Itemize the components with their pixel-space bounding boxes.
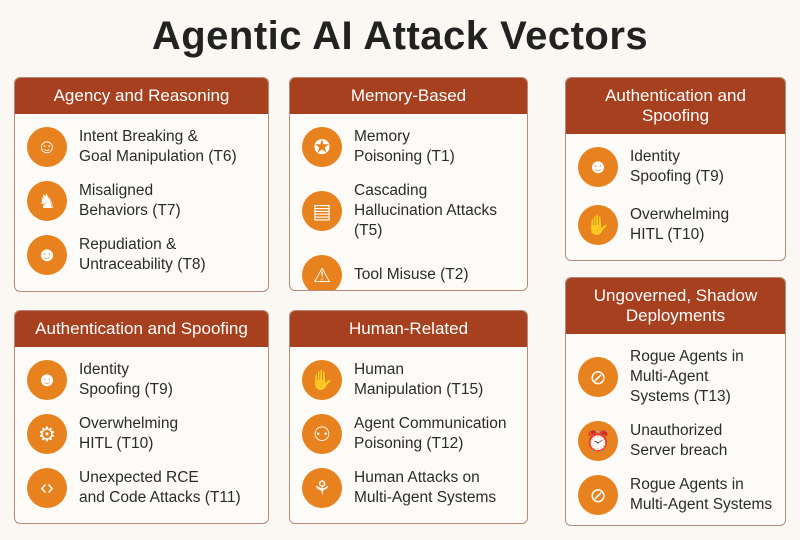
item-label: Human Attacks on Multi-Agent Systems (354, 469, 497, 506)
list-item: ♞ Misaligned Behaviors (T7) (27, 181, 268, 221)
robot-icon: ⚙ (27, 414, 67, 454)
list-item: ☻ Identity Spoofing (T9) (578, 147, 785, 187)
warning-icon: ⚠ (302, 255, 342, 290)
item-label: Memory Poisoning (T1) (354, 128, 455, 165)
masked-person-icon: ☻ (578, 147, 618, 187)
list-item: ▤ Cascading Hallucination Attacks (T5) (302, 181, 527, 241)
item-label: Unauthorized Server breach (630, 422, 728, 459)
head-heart-icon: ☺ (27, 127, 67, 167)
card-memory-based: Memory-Based ✪ Memory Poisoning (T1) ▤ Casca… (289, 77, 528, 291)
list-item: ⊘ Rogue Agents in Multi-Agent Systems (T1… (578, 347, 785, 407)
item-label: Repudiation & Untraceability (T8) (79, 236, 206, 273)
card-body: ☻ Identity Spoofing (T9) ✋ Overwhelming HIT… (566, 134, 785, 245)
item-label: Tool Misuse (T2) (354, 266, 469, 283)
list-item: ⚇ Agent Communication Poisoning (T12) (302, 414, 527, 454)
card-header: Agency and Reasoning (15, 78, 268, 114)
blocked-agent-icon: ⊘ (578, 475, 618, 515)
item-label: Identity Spoofing (T9) (79, 361, 173, 398)
item-label: Human Manipulation (T15) (354, 361, 484, 398)
list-item: ✋ Overwhelming HITL (T10) (578, 205, 785, 245)
hand-icon: ✋ (578, 205, 618, 245)
item-label: Overwhelming HITL (T10) (79, 415, 179, 452)
list-item: ✪ Memory Poisoning (T1) (302, 127, 527, 167)
card-body: ⊘ Rogue Agents in Multi-Agent Systems (T1… (566, 334, 785, 515)
code-icon: ‹› (27, 468, 67, 508)
network-icon: ⚘ (302, 468, 342, 508)
card-authentication-and-spoofing-right: Authentication and Spoofing ☻ Identity Spo… (565, 77, 786, 261)
item-label: Unexpected RCE and Code Attacks (T11) (79, 469, 241, 506)
card-body: ☺ Intent Breaking & Goal Manipulation (T6… (15, 114, 268, 275)
card-body: ☻ Identity Spoofing (T9) ⚙ Overwhelming HIT… (15, 347, 268, 508)
chess-knight-icon: ♞ (27, 181, 67, 221)
list-item: ☻ Repudiation & Untraceability (T8) (27, 235, 268, 275)
item-label: Cascading Hallucination Attacks (T5) (354, 182, 498, 239)
item-label: Identity Spoofing (T9) (630, 148, 724, 185)
people-icon: ⚇ (302, 414, 342, 454)
card-header: Ungoverned, Shadow Deployments (566, 278, 785, 334)
item-label: Agent Communication Poisoning (T12) (354, 415, 507, 452)
card-header: Authentication and Spoofing (15, 311, 268, 347)
list-item: ⚠ Tool Misuse (T2) (302, 255, 527, 290)
server-alarm-icon: ⏰ (578, 421, 618, 461)
list-item: ✋ Human Manipulation (T15) (302, 360, 527, 400)
item-label: Rogue Agents in Multi-Agent Systems (T13… (630, 348, 744, 405)
masked-person-icon: ☻ (27, 235, 67, 275)
card-header: Memory-Based (290, 78, 527, 114)
list-item: ‹› Unexpected RCE and Code Attacks (T11) (27, 468, 268, 508)
card-human-related: Human-Related ✋ Human Manipulation (T15) ⚇ A… (289, 310, 528, 524)
card-body: ✪ Memory Poisoning (T1) ▤ Cascading Halluci… (290, 114, 527, 290)
card-ungoverned-shadow-deployments: Ungoverned, Shadow Deployments ⊘ Rogue Age… (565, 277, 786, 526)
card-agency-and-reasoning: Agency and Reasoning ☺ Intent Breaking & G… (14, 77, 269, 292)
list-item: ⚘ Human Attacks on Multi-Agent Systems (302, 468, 527, 508)
card-header: Authentication and Spoofing (566, 78, 785, 134)
brain-head-icon: ✪ (302, 127, 342, 167)
list-item: ☻ Identity Spoofing (T9) (27, 360, 268, 400)
item-label: Rogue Agents in Multi-Agent Systems (630, 476, 773, 513)
item-label: Misaligned Behaviors (T7) (79, 182, 181, 219)
card-body: ✋ Human Manipulation (T15) ⚇ Agent Communic… (290, 347, 527, 508)
document-icon: ▤ (302, 191, 342, 231)
list-item: ⚙ Overwhelming HITL (T10) (27, 414, 268, 454)
list-item: ⏰ Unauthorized Server breach (578, 421, 785, 461)
card-authentication-and-spoofing: Authentication and Spoofing ☻ Identity Spo… (14, 310, 269, 524)
page-title: Agentic AI Attack Vectors (151, 14, 649, 58)
blocked-agent-icon: ⊘ (578, 357, 618, 397)
list-item: ⊘ Rogue Agents in Multi-Agent Systems (578, 475, 785, 515)
item-label: Overwhelming HITL (T10) (630, 206, 730, 243)
handshake-icon: ✋ (302, 360, 342, 400)
masked-person-icon: ☻ (27, 360, 67, 400)
card-header: Human-Related (290, 311, 527, 347)
list-item: ☺ Intent Breaking & Goal Manipulation (T6… (27, 127, 268, 167)
item-label: Intent Breaking & Goal Manipulation (T6) (79, 128, 237, 165)
